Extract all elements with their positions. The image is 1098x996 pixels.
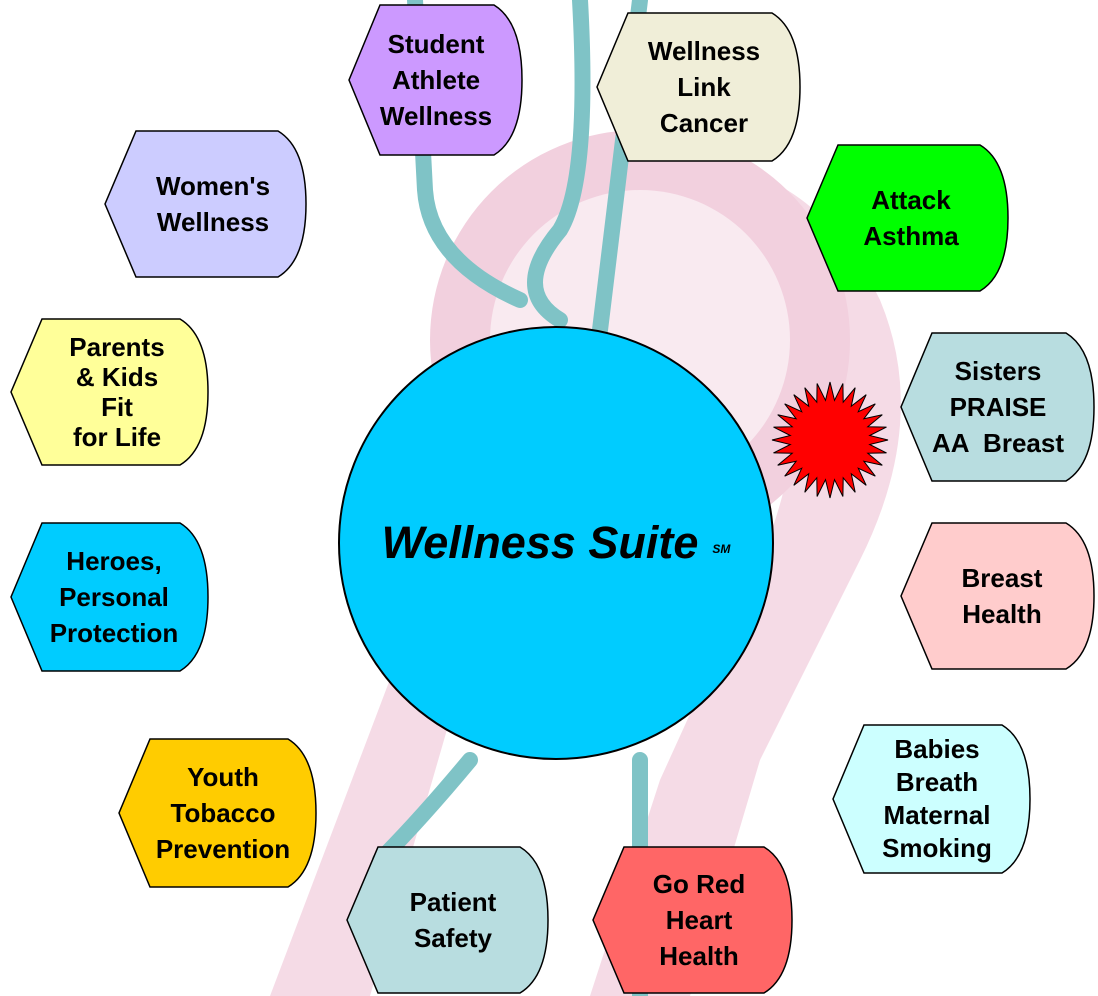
node-label: Student Athlete Wellness [348,4,524,156]
node-shape [10,522,209,672]
node-label-line: Asthma [863,221,959,251]
node-babies-breath[interactable]: Babies Breath Maternal Smoking [832,724,1032,874]
node-label-line: Prevention [155,834,291,864]
center-ellipse-shape [338,326,774,760]
node-label: Youth Tobacco Prevention [118,738,318,888]
node-label-line: Health [962,599,1042,629]
node-label-line: Patient [409,887,497,917]
node-label: Babies Breath Maternal Smoking [832,724,1032,874]
node-label-line: Breath [895,767,979,797]
node-shape [118,738,317,888]
node-label: Attack Asthma [806,144,1010,292]
node-label-line: Health [659,941,739,971]
node-shape [346,846,549,994]
node-label-line: Youth [187,762,259,792]
node-youth-tobacco[interactable]: Youth Tobacco Prevention [118,738,318,888]
node-label-line: Maternal [883,800,991,830]
node-label-line: Sisters [954,356,1042,386]
node-label-line: Women's [155,171,271,201]
node-label-line: Breast [961,563,1043,593]
node-label: Heroes, Personal Protection [10,522,210,672]
node-breast-health[interactable]: Breast Health [900,522,1096,670]
node-label-line: Attack [871,185,951,215]
node-label-line: Wellness [647,36,761,66]
node-label-line: PRAISE [949,392,1047,422]
node-shape [832,724,1031,874]
node-label-line: & Kids [75,362,159,392]
node-label: Breast Health [900,522,1096,670]
node-student-athlete[interactable]: Student Athlete Wellness [348,4,524,156]
node-label: Go Red Heart Health [592,846,794,994]
node-label-line: Parents [69,332,165,362]
node-label: Sisters PRAISE AA Breast [900,332,1096,482]
node-parents-kids[interactable]: Parents & Kids Fit for Life [10,318,210,466]
node-sisters-praise[interactable]: Sisters PRAISE AA Breast [900,332,1096,482]
node-label-line: Personal [59,582,169,612]
node-label-line: Athlete [391,65,481,95]
node-label-line: Tobacco [170,798,276,828]
node-label-line: Fit [101,392,133,422]
node-shape [806,144,1009,292]
node-shape [900,522,1095,670]
node-label-line: Link [677,72,731,102]
node-womens-wellness[interactable]: Women's Wellness [104,130,308,278]
node-label-line: Safety [413,923,493,953]
node-wellness-link[interactable]: Wellness Link Cancer [596,12,802,162]
node-label: Parents & Kids Fit for Life [10,318,210,466]
center-ellipse[interactable]: Wellness Suite SM [336,323,776,763]
node-label-line: Go Red [652,869,746,899]
node-shape [596,12,801,162]
node-patient-safety[interactable]: Patient Safety [346,846,550,994]
node-label-line: for Life [72,422,162,452]
node-label-line: Protection [49,618,179,648]
node-go-red[interactable]: Go Red Heart Health [592,846,794,994]
node-label-line: Heart [665,905,733,935]
node-label-line: Cancer [659,108,749,138]
node-shape [348,4,523,156]
node-label-line: AA Breast [932,428,1064,458]
node-label-line: Wellness [379,101,493,131]
node-label: Patient Safety [346,846,550,994]
node-label: Wellness Link Cancer [596,12,802,162]
node-label: Women's Wellness [104,130,308,278]
node-label-line: Student [387,29,485,59]
node-label-line: Babies [894,734,980,764]
node-shape [592,846,793,994]
node-label-line: Smoking [882,833,992,863]
node-shape [10,318,209,466]
node-heroes[interactable]: Heroes, Personal Protection [10,522,210,672]
node-label-line: Wellness [156,207,270,237]
node-label-line: Heroes, [66,546,162,576]
center-title-text: Wellness Suite [381,517,699,568]
node-attack-asthma[interactable]: Attack Asthma [806,144,1010,292]
node-shape [104,130,307,278]
red-burst-icon [771,381,889,499]
service-mark: SM [712,542,731,556]
center-title: Wellness Suite SM [336,323,776,763]
node-shape [900,332,1095,482]
